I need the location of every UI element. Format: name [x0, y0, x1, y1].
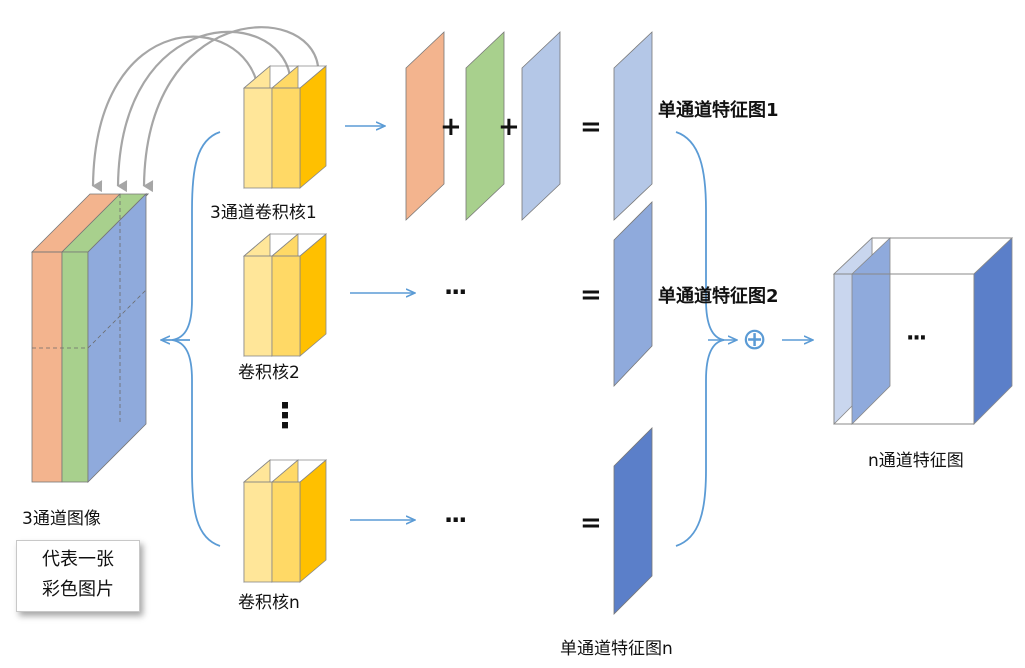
- feature-map-1: [613, 31, 653, 221]
- feature-map-2: [613, 201, 653, 388]
- equals-sign-2: =: [580, 280, 602, 310]
- red-channel: [31, 251, 63, 483]
- kernel-arrows: [345, 126, 414, 520]
- curve-arrow-blue: [142, 26, 320, 193]
- blue-channel: [87, 193, 147, 483]
- right-brace: [675, 131, 725, 547]
- curve-arrows: [91, 26, 320, 193]
- input-image-label: 3通道图像: [22, 509, 101, 529]
- feature-map-2-label: 单通道特征图2: [658, 286, 779, 307]
- kernel-2: [242, 233, 328, 357]
- output-feature-map: [832, 237, 1014, 425]
- feature-maps: [613, 31, 653, 615]
- note-line-2: 彩色图片: [42, 579, 114, 600]
- green-result: [465, 31, 505, 221]
- note-box: 代表一张 彩色图片: [16, 540, 140, 612]
- ellipsis-output: ···: [906, 326, 927, 351]
- blue-result: [521, 31, 561, 221]
- plus-sign-2: +: [498, 112, 520, 142]
- equals-sign-1: =: [580, 112, 602, 142]
- note-line-1: 代表一张: [42, 549, 114, 570]
- curve-arrow-green: [116, 30, 292, 193]
- kernel-n: [242, 459, 328, 583]
- input-image: [31, 193, 149, 483]
- plus-sign-1: +: [440, 112, 462, 142]
- equals-sign-n: =: [580, 508, 602, 538]
- kernel-n-label: 卷积核n: [238, 593, 300, 613]
- red-result: [405, 31, 445, 221]
- output-slice-n: [973, 237, 1013, 425]
- output-label: n通道特征图: [868, 451, 964, 471]
- green-channel: [61, 251, 89, 483]
- feature-map-n-label: 单通道特征图n: [560, 639, 673, 659]
- kernel-1: [242, 65, 328, 189]
- left-brace: [162, 131, 221, 547]
- ellipsis-n: ···: [444, 506, 467, 534]
- feature-map-1-label: 单通道特征图1: [658, 100, 779, 121]
- kernel-2-label: 卷积核2: [238, 363, 300, 383]
- feature-map-n: [613, 427, 653, 615]
- vertical-ellipsis: ⋮: [268, 396, 302, 436]
- channel-results: [405, 31, 561, 221]
- kernel-1-label: 3通道卷积核1: [210, 203, 317, 223]
- ellipsis-2: ···: [444, 278, 467, 306]
- curve-arrow-red: [91, 35, 260, 193]
- output-slice-2: [851, 237, 891, 425]
- concat-icon: ⊕: [742, 322, 768, 357]
